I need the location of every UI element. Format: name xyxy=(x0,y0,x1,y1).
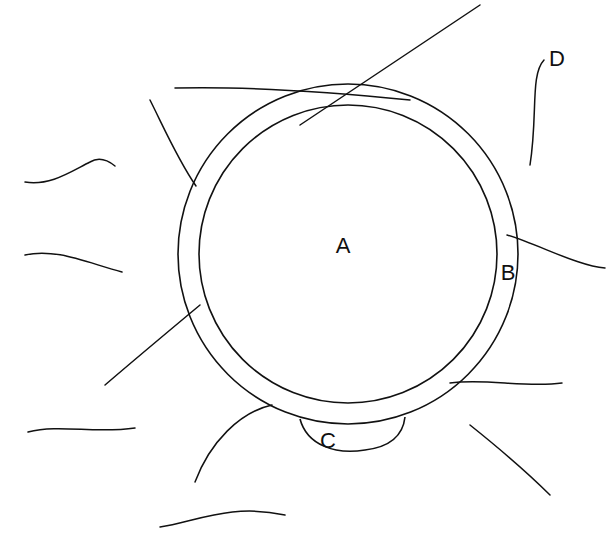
outer-ring: BA xyxy=(177,83,519,425)
bump-region: C xyxy=(295,405,410,460)
inner-body: A xyxy=(198,104,498,404)
wavy-line xyxy=(28,428,135,432)
region-letter: A xyxy=(336,235,351,257)
wavy-line xyxy=(450,382,562,385)
bump-region-outline xyxy=(295,405,410,460)
wavy-line xyxy=(25,253,122,272)
wavy-line xyxy=(160,511,285,527)
wavy-line xyxy=(195,405,272,482)
region-letter: C xyxy=(320,430,336,452)
wavy-line xyxy=(150,100,196,186)
curve-line xyxy=(530,60,544,165)
wavy-line xyxy=(470,425,550,495)
wavy-line xyxy=(507,235,605,268)
wavy-line xyxy=(25,159,115,182)
region-letter: D xyxy=(549,48,565,70)
region-letter: B xyxy=(501,262,516,284)
wavy-line xyxy=(105,305,200,385)
